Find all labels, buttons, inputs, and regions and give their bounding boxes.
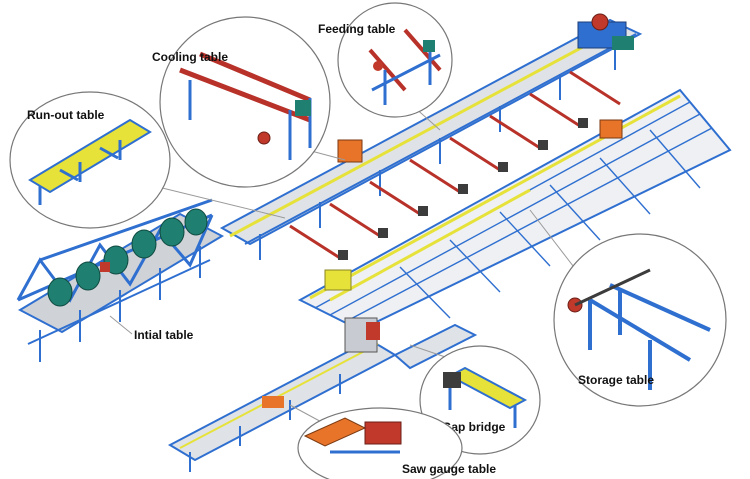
storage-table-circle	[553, 233, 727, 407]
cooling-table-callout: Cooling table	[152, 16, 331, 188]
saw-gauge-table-callout: Saw gauge table	[297, 407, 496, 479]
initial-table	[16, 198, 225, 362]
run-out-table-callout: Run-out table	[9, 91, 171, 229]
gap-bridge-label: Gap bridge	[442, 420, 506, 434]
saw-gauge-table-label: Saw gauge table	[402, 462, 496, 476]
storage-table-label: Storage table	[578, 373, 654, 387]
cooling-table-circle	[159, 16, 331, 188]
run-out-table-label: Run-out table	[27, 108, 105, 122]
cooling-bed	[289, 70, 732, 332]
initial-table-label: Intial table	[134, 328, 194, 342]
feeding-table-circle	[337, 2, 453, 118]
upper-conveyor	[219, 18, 643, 260]
feeding-table-label: Feeding table	[318, 22, 396, 36]
feeding-table-callout: Feeding table	[318, 2, 453, 118]
cooling-table-label: Cooling table	[152, 50, 228, 64]
plant-layout	[16, 13, 732, 472]
storage-table-callout: Storage table	[553, 233, 727, 407]
feeding-drive	[577, 13, 634, 50]
saw-line	[167, 317, 478, 472]
